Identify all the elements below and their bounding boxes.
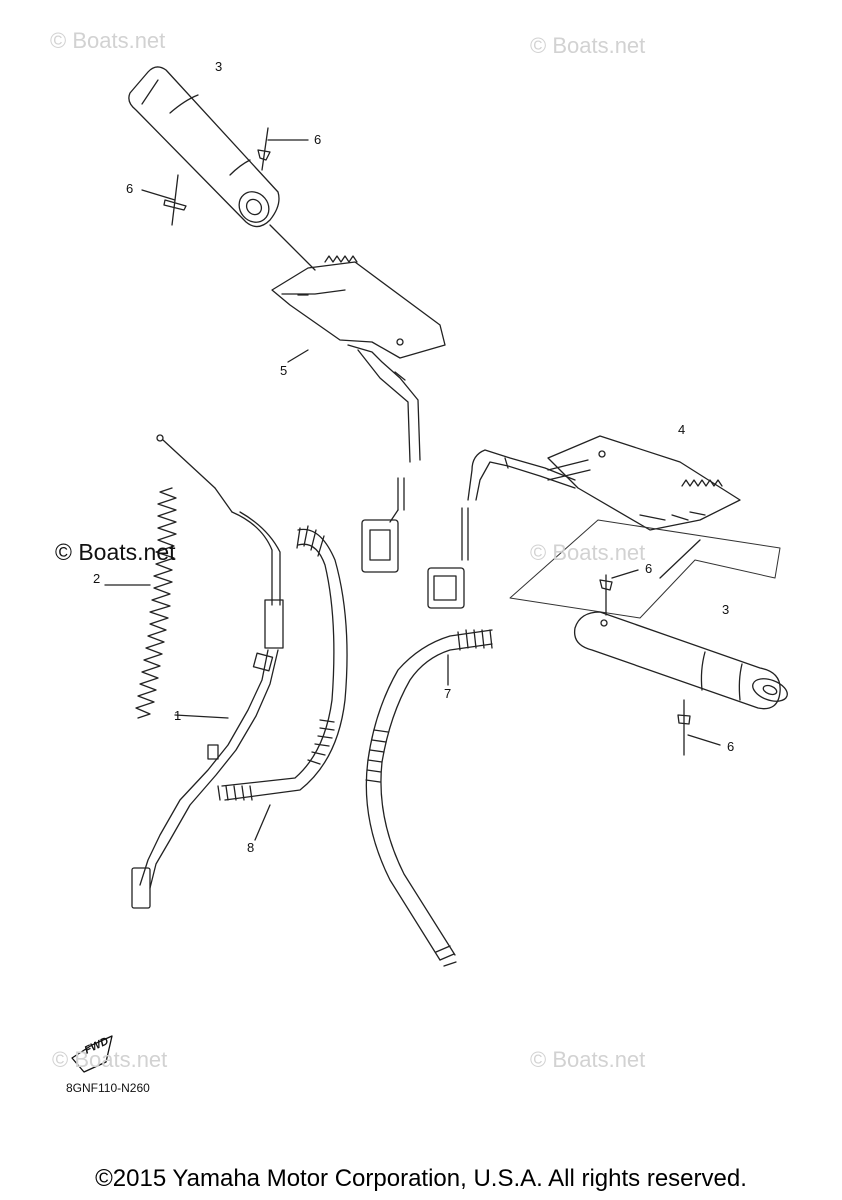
heater-element-top [271,255,446,463]
watermark-top-left: © Boats.net [50,28,166,53]
spring [104,487,177,719]
watermark-mid-right: © Boats.net [530,540,646,565]
callout-8: 8 [247,840,255,855]
pin-bottom-right [677,699,721,756]
callout-6-mid: 6 [645,561,653,576]
callout-3-right: 3 [722,602,730,617]
callout-4: 4 [678,422,686,437]
callout-6-top-right: 6 [314,132,322,147]
hose-left [217,525,348,841]
heater-element-right [467,435,741,531]
hose-right [365,629,493,967]
callout-6-top-left: 6 [126,181,134,196]
connector-left [361,477,405,573]
callout-1: 1 [174,708,182,723]
pin-mid-right [599,569,639,627]
watermark-mid-left: © Boats.net [55,539,176,565]
watermark-bottom-left: © Boats.net [52,1047,168,1072]
callout-3-top: 3 [215,59,223,74]
fwd-arrow-icon [71,1035,113,1073]
connector-right [427,507,469,609]
grip-top [128,66,316,271]
diagram-code: 8GNF110-N260 [66,1081,150,1095]
copyright-notice: ©2015 Yamaha Motor Corporation, U.S.A. A… [95,1165,747,1192]
pin-top-right [257,127,309,171]
callout-7: 7 [444,686,452,701]
watermark-top-right: © Boats.net [530,33,646,58]
throttle-cable [131,434,284,909]
callout-5: 5 [280,363,288,378]
assembly-plane [509,519,781,619]
callout-2: 2 [93,571,101,586]
callout-6-bottom: 6 [727,739,735,754]
grip-right [573,611,788,710]
pin-top-left [141,174,187,226]
watermark-bottom-right: © Boats.net [530,1047,646,1072]
